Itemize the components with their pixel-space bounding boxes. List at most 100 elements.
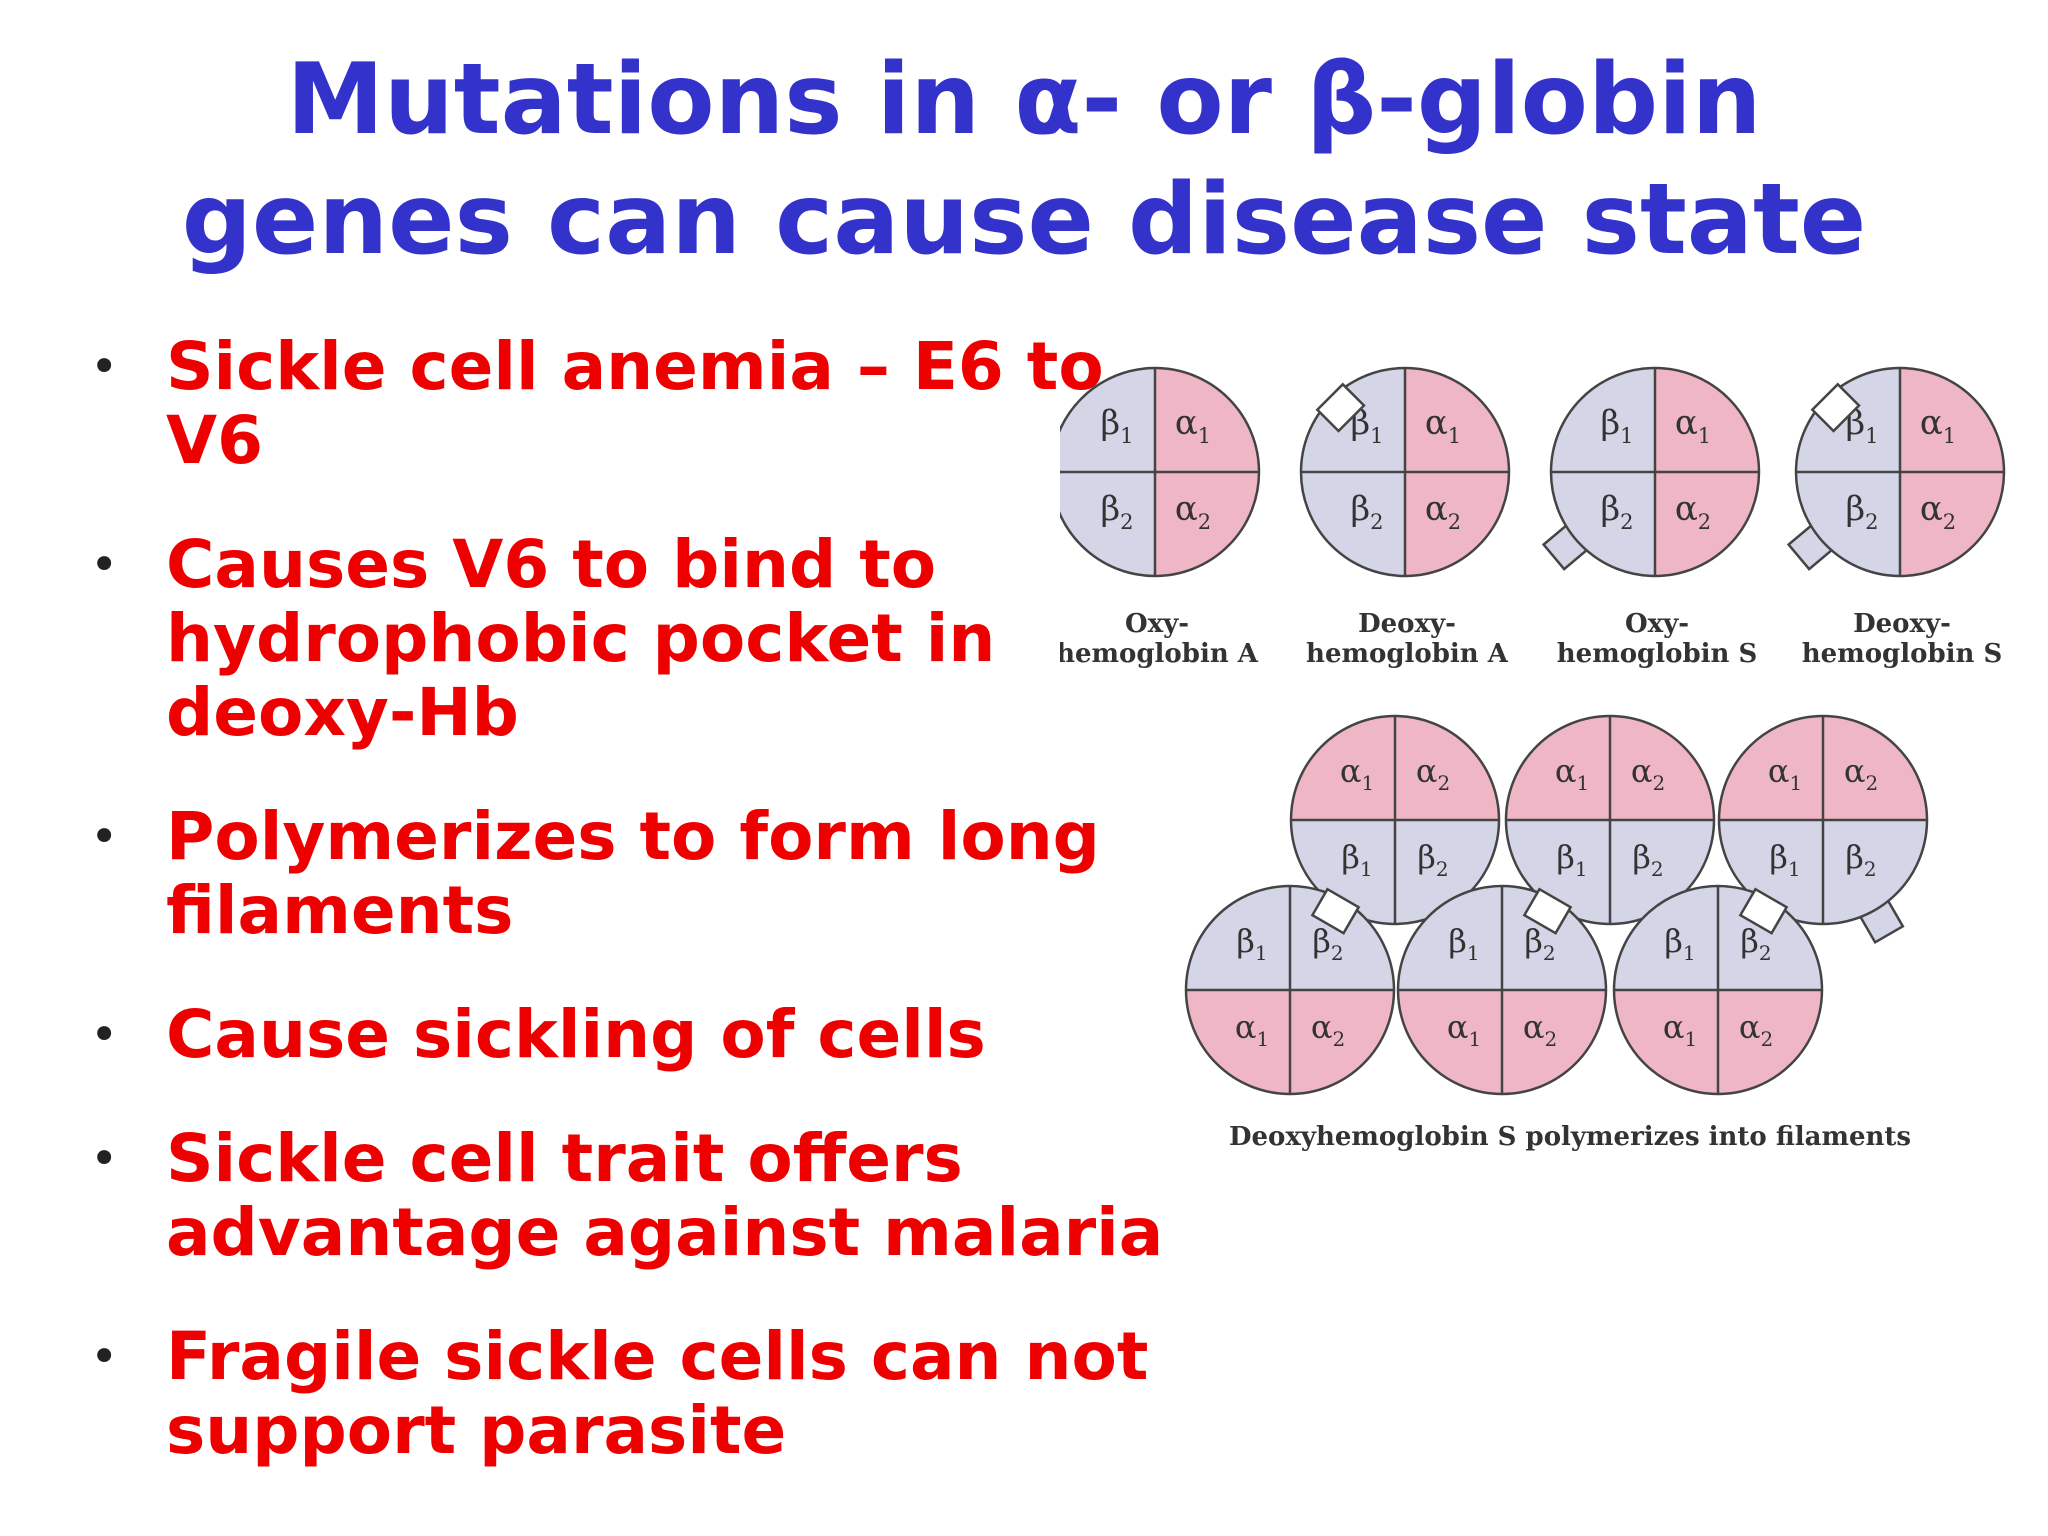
subunit-quadrant <box>1506 716 1610 820</box>
molecule-label: hemoglobin A <box>1306 639 1509 669</box>
bullet-dot-icon: • <box>90 1329 119 1385</box>
bullet-line: Sickle cell trait offers <box>166 1120 963 1197</box>
subunit-index: 1 <box>1370 424 1383 448</box>
molecule-label: Deoxy- <box>1358 609 1456 639</box>
subunit-index: 2 <box>1331 941 1344 965</box>
subunit-index: 2 <box>1543 941 1556 965</box>
subunit-index: 1 <box>1620 424 1633 448</box>
bullet-line: Sickle cell anemia – E6 to <box>166 328 1104 405</box>
bullet-line: Causes V6 to bind to <box>166 526 937 603</box>
subunit-quadrant <box>1718 990 1822 1094</box>
molecule-label: Deoxy- <box>1853 609 1951 639</box>
title-line-2: genes can cause disease state <box>181 163 1867 277</box>
subunit-quadrant <box>1291 820 1395 924</box>
subunit-index: 1 <box>1684 1027 1697 1051</box>
subunit-index: 1 <box>1448 424 1461 448</box>
subunit-index: 1 <box>1576 771 1589 795</box>
subunit-quadrant <box>1900 472 2004 576</box>
subunit-quadrant <box>1823 716 1927 820</box>
subunit-quadrant <box>1186 886 1290 990</box>
subunit-quadrant <box>1186 990 1290 1094</box>
subunit-quadrant <box>1398 990 1502 1094</box>
subunit-index: 1 <box>1468 1027 1481 1051</box>
subunit-quadrant <box>1719 820 1823 924</box>
subunit-index: 2 <box>1620 510 1633 534</box>
subunit-quadrant <box>1614 886 1718 990</box>
subunit-quadrant <box>1610 716 1714 820</box>
subunit-quadrant <box>1655 472 1759 576</box>
subunit-index: 2 <box>1448 510 1461 534</box>
subunit-index: 2 <box>1370 510 1383 534</box>
subunit-index: 2 <box>1332 1027 1345 1051</box>
subunit-index: 2 <box>1436 857 1449 881</box>
subunit-index: 2 <box>1698 510 1711 534</box>
subunit-quadrant <box>1301 368 1405 472</box>
subunit-quadrant <box>1719 716 1823 820</box>
subunit-quadrant <box>1155 472 1259 576</box>
subunit-index: 1 <box>1698 424 1711 448</box>
subunit-index: 1 <box>1198 424 1211 448</box>
subunit-index: 2 <box>1544 1027 1557 1051</box>
subunit-quadrant <box>1823 820 1927 924</box>
subunit-quadrant <box>1614 990 1718 1094</box>
subunit-quadrant <box>1551 368 1655 472</box>
subunit-index: 2 <box>1760 1027 1773 1051</box>
subunit-index: 2 <box>1652 771 1665 795</box>
subunit-index: 1 <box>1788 857 1801 881</box>
subunit-quadrant <box>1290 990 1394 1094</box>
molecule-label: hemoglobin S <box>1557 639 1757 669</box>
subunit-label: β1 <box>1664 922 1695 965</box>
subunit-quadrant <box>1405 368 1509 472</box>
bullet-item: •Cause sickling of cells <box>80 998 1070 1072</box>
subunit-index: 1 <box>1361 771 1374 795</box>
subunit-label: β2 <box>1740 922 1771 965</box>
subunit-index: 1 <box>1789 771 1802 795</box>
bullet-line: Polymerizes to form long <box>166 798 1100 875</box>
subunit-quadrant <box>1301 472 1405 576</box>
bullet-line: advantage against malaria <box>166 1194 1164 1271</box>
bullet-line: filaments <box>166 872 514 949</box>
pocket-notch <box>1315 382 1366 433</box>
pocket-notch <box>1810 382 1861 433</box>
subunit-quadrant <box>1060 472 1155 576</box>
subunit-quadrant <box>1796 368 1900 472</box>
subunit-quadrant <box>1155 368 1259 472</box>
bullet-line: deoxy-Hb <box>166 674 519 751</box>
subunit-quadrant <box>1900 368 2004 472</box>
subunit-index: 1 <box>1683 941 1696 965</box>
subunit-quadrant <box>1655 368 1759 472</box>
subunit-quadrant <box>1395 820 1499 924</box>
molecule-label: hemoglobin A <box>1060 639 1259 669</box>
subunit-quadrant <box>1502 990 1606 1094</box>
title-line-1: Mutations in α- or β-globin <box>286 43 1762 157</box>
subunit-index: 1 <box>1575 857 1588 881</box>
bullet-dot-icon: • <box>90 1131 119 1187</box>
pocket-notch <box>1522 887 1573 935</box>
bullet-dot-icon: • <box>90 537 119 593</box>
molecule-label: Oxy- <box>1625 609 1689 639</box>
subunit-index: 2 <box>1865 510 1878 534</box>
bullet-line: hydrophobic pocket in <box>166 600 996 677</box>
bullet-line: Fragile sickle cells can not <box>166 1318 1149 1395</box>
subunit-index: 2 <box>1865 771 1878 795</box>
subunit-index: 1 <box>1255 941 1268 965</box>
subunit-index: 2 <box>1198 510 1211 534</box>
subunit-index: 2 <box>1120 510 1133 534</box>
figure-caption: Deoxyhemoglobin S polymerizes into filam… <box>1229 1122 1911 1152</box>
subunit-label: α1 <box>1447 1008 1481 1051</box>
slide-title: Mutations in α- or β-globin genes can ca… <box>0 40 2048 280</box>
subunit-index: 1 <box>1256 1027 1269 1051</box>
subunit-index: 2 <box>1437 771 1450 795</box>
subunit-quadrant <box>1405 472 1509 576</box>
subunit-label: α1 <box>1768 752 1802 795</box>
bullet-dot-icon: • <box>90 339 119 395</box>
subunit-quadrant <box>1291 716 1395 820</box>
subunit-quadrant <box>1060 368 1155 472</box>
bullet-line: support parasite <box>166 1392 787 1469</box>
